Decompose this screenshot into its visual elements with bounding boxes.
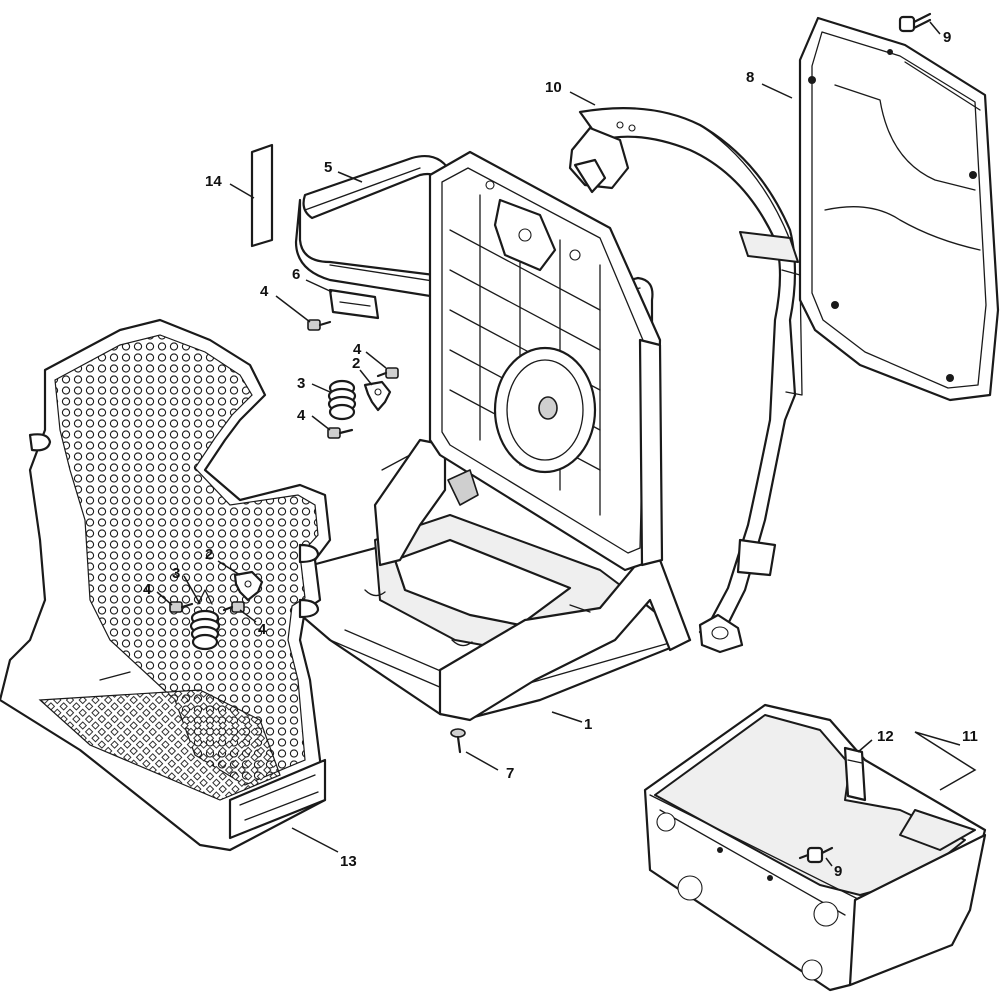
handle-plate-part (328, 288, 380, 320)
fastener-top-part (898, 12, 932, 33)
spring-assembly-upper (307, 319, 399, 439)
label-plate-part (250, 143, 274, 248)
callout-8: 8 (746, 69, 754, 86)
screw-7-part (450, 728, 466, 754)
callout-3a: 3 (297, 375, 305, 392)
bracket-lower-part (233, 570, 264, 602)
callout-4d: 4 (143, 581, 152, 598)
callout-11: 11 (962, 728, 978, 745)
callout-4e: 4 (258, 621, 267, 638)
callout-12: 12 (877, 728, 894, 745)
callout-4b: 4 (353, 341, 362, 358)
callout-5: 5 (324, 159, 332, 176)
callout-2b: 2 (205, 546, 213, 563)
screw-4e-part (222, 601, 245, 613)
callout-7: 7 (506, 765, 514, 782)
callout-3b: 3 (172, 565, 180, 582)
callout-10: 10 (545, 79, 562, 96)
screw-4b-part (376, 367, 399, 379)
callout-4a: 4 (260, 283, 269, 300)
callout-4c: 4 (297, 407, 306, 424)
spring-upper-part (327, 379, 357, 421)
shoulder-strap-part (568, 107, 803, 654)
spring-lower-part (189, 589, 221, 651)
callout-6: 6 (292, 266, 300, 283)
latch-part (843, 746, 867, 802)
callout-9b: 9 (834, 863, 842, 880)
callout-labels: 1 2 2 3 3 4 4 4 4 4 5 6 7 8 9 9 10 11 12… (143, 29, 978, 880)
backpack-frame-part (270, 150, 692, 722)
fastener-bottom-part (798, 846, 834, 864)
callout-1: 1 (584, 716, 592, 733)
spring-assembly-lower (169, 570, 264, 651)
bracket-upper-part (363, 380, 392, 412)
callout-9a: 9 (943, 29, 951, 46)
callout-2a: 2 (352, 355, 360, 372)
back-pad-part (798, 16, 1000, 402)
perforated-guard-part (0, 318, 332, 852)
screw-4d-part (169, 601, 194, 613)
callout-13: 13 (340, 853, 357, 870)
callout-14: 14 (205, 173, 222, 190)
screw-4a-part (307, 319, 332, 331)
leader-lines (156, 21, 977, 867)
screw-4c-part (327, 427, 354, 439)
